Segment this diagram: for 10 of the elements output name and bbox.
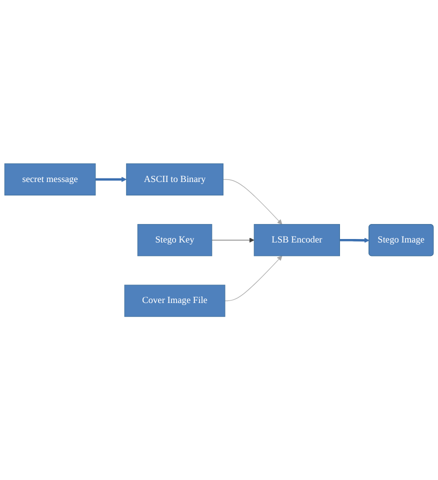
arrow <box>224 256 282 301</box>
arrow <box>340 238 370 243</box>
node-box: LSB Encoder <box>254 224 340 256</box>
node-box: Stego Key <box>137 224 212 256</box>
node-box: secret message <box>4 163 96 196</box>
arrow <box>222 179 282 224</box>
node-box: ASCII to Binary <box>126 163 224 196</box>
arrow <box>95 176 127 182</box>
node-box: Cover Image File <box>124 284 226 317</box>
arrow <box>212 237 254 243</box>
